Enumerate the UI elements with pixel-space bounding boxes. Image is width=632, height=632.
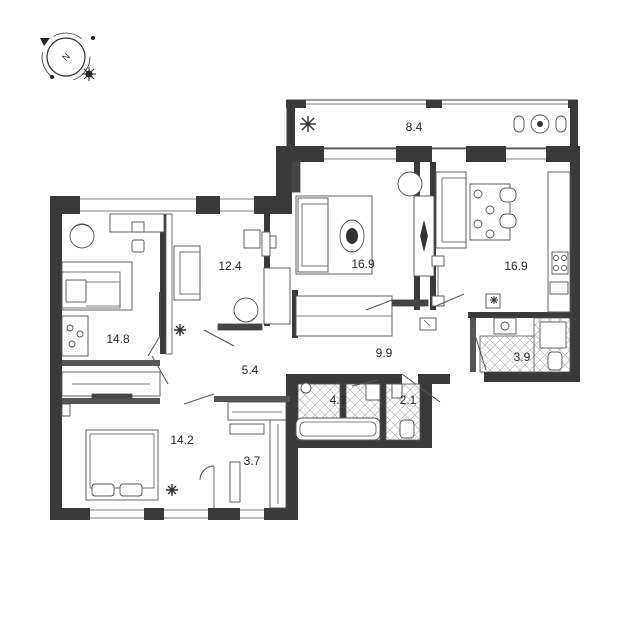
kitchen-sink — [549, 281, 569, 295]
area-label-balcony: 8.4 — [406, 120, 423, 134]
office-chair — [243, 229, 261, 249]
compass-arrow-icon — [40, 38, 50, 46]
sofa — [173, 245, 201, 301]
area-label-bathroom-east: 3.9 — [514, 350, 531, 364]
toilet-room — [385, 383, 421, 441]
stove — [551, 251, 569, 275]
compass-arc — [41, 32, 91, 82]
kitchen — [431, 171, 571, 313]
bedroom-west — [61, 213, 165, 357]
plant-icon — [300, 116, 316, 132]
compass-letter: N — [60, 51, 72, 63]
desk-chair-icon — [131, 239, 145, 253]
office-armchair-icon — [233, 297, 259, 323]
area-labels: 8.4 16.9 16.9 14.8 12.4 5.4 9.9 3.9 4.2 … — [106, 120, 530, 468]
area-label-bathroom: 4.2 — [330, 393, 347, 407]
area-label-wardrobe: 3.7 — [244, 454, 261, 468]
area-label-living: 16.9 — [351, 257, 375, 271]
compass-ring — [46, 37, 86, 77]
balcony-table — [513, 114, 567, 134]
bedroom-south — [61, 403, 215, 508]
area-label-hall: 9.9 — [376, 346, 393, 360]
living-armchair-icon — [397, 171, 423, 197]
area-label-bedroom-south: 14.2 — [170, 433, 194, 447]
area-label-bedroom-west: 14.8 — [106, 332, 130, 346]
exterior-walls — [50, 146, 580, 520]
bathtub — [295, 417, 381, 441]
living-room — [291, 161, 435, 337]
kitchen-counter — [547, 171, 571, 313]
area-label-toilet: 2.1 — [400, 393, 417, 407]
corridor — [61, 355, 215, 405]
bathroom — [295, 379, 381, 441]
office — [165, 213, 291, 355]
living-sofa — [297, 197, 329, 273]
toilet-east — [547, 351, 563, 371]
area-label-kitchen: 16.9 — [504, 259, 528, 273]
area-label-office: 12.4 — [218, 259, 242, 273]
armchair-icon — [69, 223, 95, 249]
wardrobe — [227, 401, 287, 509]
area-label-corridor: 5.4 — [242, 363, 259, 377]
compass: N — [40, 32, 96, 82]
balcony — [286, 99, 578, 149]
hall — [401, 317, 441, 403]
fan-icon — [490, 296, 498, 304]
toilet-sink — [391, 383, 403, 399]
sun-icon — [82, 67, 96, 81]
kitchen-sofa — [435, 171, 467, 249]
bedroom-plant-icon — [166, 484, 178, 496]
bathroom-sink — [365, 383, 381, 401]
bathroom-east — [470, 317, 571, 373]
toilet-bowl — [399, 419, 415, 439]
office-plant-icon — [174, 324, 186, 336]
washing-machine — [300, 382, 312, 394]
